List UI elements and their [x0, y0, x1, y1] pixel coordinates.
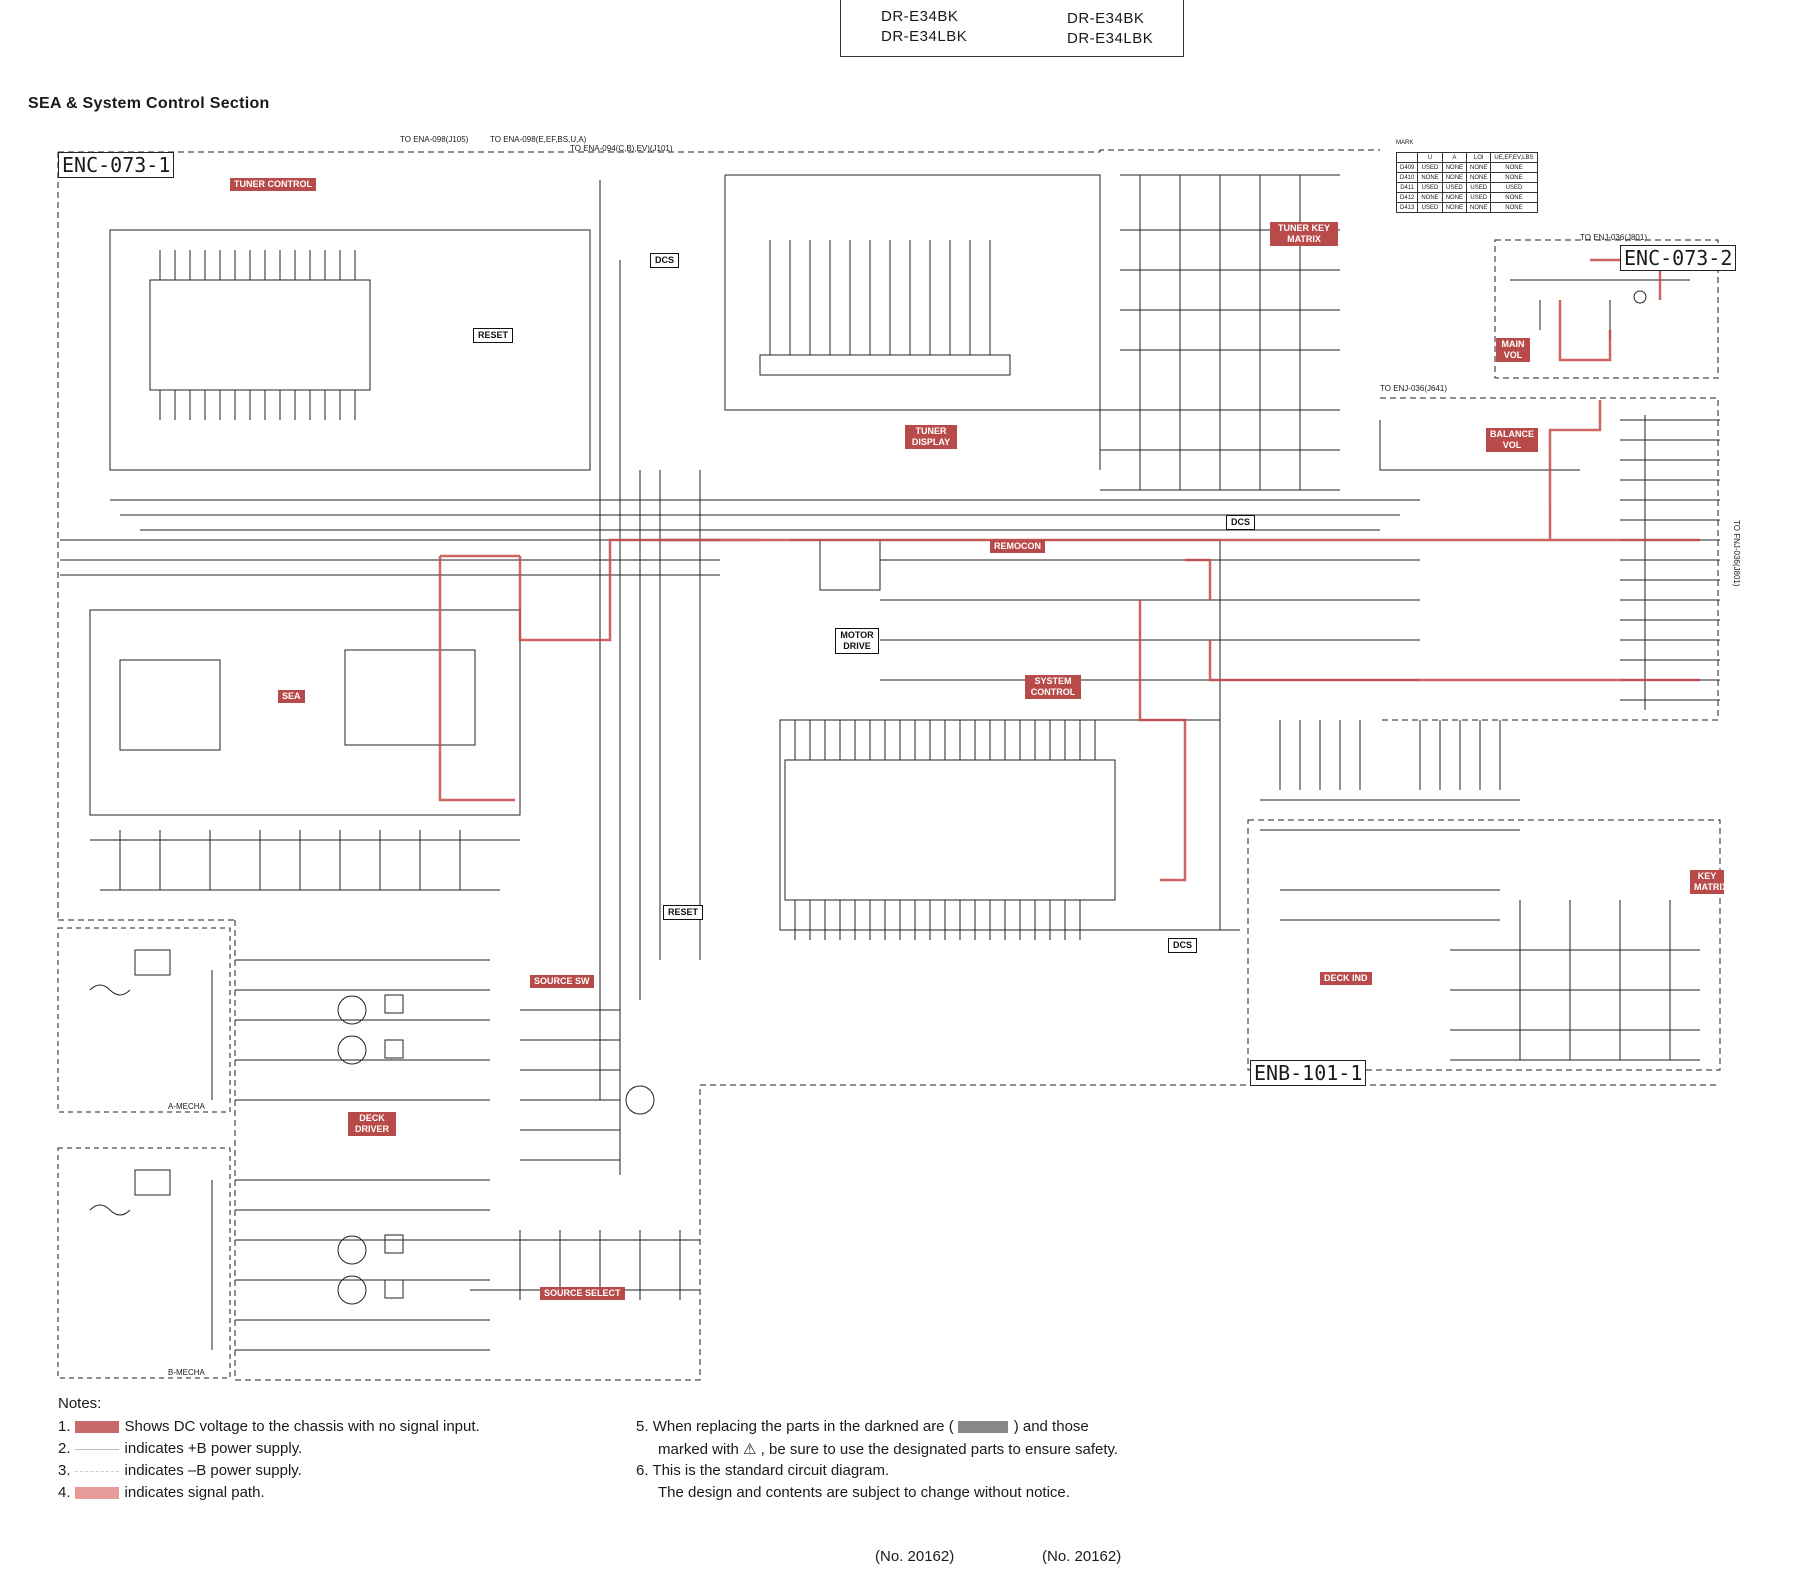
mark-cell: NONE	[1490, 192, 1538, 203]
mark-cell: USED	[1466, 192, 1492, 203]
mark-cell: NONE	[1490, 202, 1538, 213]
model-left-2: DR-E34LBK	[881, 28, 968, 45]
plus-b-line-swatch	[74, 1448, 119, 1450]
note-6-line-2: The design and contents are subject to c…	[658, 1484, 1070, 1501]
note-2-number: 2.	[58, 1440, 71, 1457]
board-label-enc-073-1: ENC-073-1	[58, 152, 175, 178]
mark-cell: D412	[1395, 192, 1419, 203]
tag-remocon: REMOCON	[990, 540, 1045, 553]
note-1: 1. Shows DC voltage to the chassis with n…	[58, 1418, 480, 1435]
mark-cell: NONE	[1466, 202, 1492, 213]
mark-cell: NONE	[1490, 172, 1538, 183]
mark-cell: NONE	[1441, 172, 1468, 183]
mark-cell: USED	[1417, 162, 1443, 173]
note-6-text-a: This is the standard circuit diagram.	[652, 1462, 890, 1479]
notes-heading: Notes:	[58, 1395, 102, 1412]
note-5: 5. When replacing the parts in the darkn…	[636, 1418, 1089, 1435]
note-5-text-a: When replacing the parts in the darkned …	[652, 1418, 954, 1435]
darkened-area-swatch	[957, 1421, 1008, 1434]
signal-path-swatch	[74, 1487, 119, 1500]
tag-system-control: SYSTEM CONTROL	[1025, 675, 1081, 699]
section-title: SEA & System Control Section	[28, 95, 270, 112]
mark-cell: D413	[1395, 202, 1419, 213]
mark-cell: USED	[1417, 182, 1443, 193]
tag-deck-ind: DECK IND	[1320, 972, 1372, 985]
mark-table-title: MARK	[1396, 140, 1414, 146]
note-5-line-2: marked with ⚠ , be sure to use the desig…	[658, 1441, 1119, 1458]
tag-deck-driver: DECK DRIVER	[348, 1112, 396, 1136]
tag-source-select: SOURCE SELECT	[540, 1287, 625, 1300]
note-4-text: indicates signal path.	[124, 1484, 265, 1501]
dc-voltage-swatch	[74, 1421, 119, 1434]
tag-tuner-display: TUNER DISPLAY	[905, 425, 957, 449]
note-1-number: 1.	[58, 1418, 71, 1435]
tag-dcs-2: DCS	[1168, 938, 1198, 953]
note-2: 2. indicates +B power supply.	[58, 1440, 302, 1457]
tag-balance-vol: BALANCE VOL	[1486, 428, 1538, 452]
note-5-number: 5.	[636, 1418, 649, 1435]
board-label-enb-101-1: ENB-101-1	[1250, 1060, 1367, 1086]
conn-label-to-fnj: TO FNJ-036(J801)	[1732, 520, 1741, 587]
tag-key-matrix: KEY MATRIX	[1690, 870, 1728, 894]
tag-tuner-control: TUNER CONTROL	[230, 178, 316, 191]
mark-cell: USED	[1466, 182, 1492, 193]
tag-main-vol: MAIN VOL	[1496, 338, 1530, 362]
label-b-mecha: B-MECHA	[168, 1368, 205, 1377]
mark-cell: D410	[1395, 172, 1419, 183]
minus-b-line-swatch	[74, 1470, 119, 1472]
mark-cell: NONE	[1441, 192, 1468, 203]
tag-sea: SEA	[278, 690, 305, 703]
mark-cell: NONE	[1417, 172, 1443, 183]
mark-header-0	[1395, 152, 1419, 163]
note-3: 3. indicates –B power supply.	[58, 1462, 302, 1479]
mark-header-2: A	[1441, 152, 1468, 163]
mark-cell: NONE	[1466, 162, 1492, 173]
tag-tuner-key-matrix: TUNER KEY MATRIX	[1270, 222, 1338, 246]
label-a-mecha: A-MECHA	[168, 1102, 205, 1111]
conn-label-to-enj-1: TO ENJ-036(J801)	[1580, 233, 1647, 242]
tag-dcs-3: DCS	[1226, 515, 1256, 530]
note-4-number: 4.	[58, 1484, 71, 1501]
note-4: 4. indicates signal path.	[58, 1484, 265, 1501]
tag-dcs-1: DCS	[650, 253, 680, 268]
note-3-number: 3.	[58, 1462, 71, 1479]
tag-source-sw: SOURCE SW	[530, 975, 594, 988]
mark-cell: NONE	[1466, 172, 1492, 183]
note-6-number: 6.	[636, 1462, 649, 1479]
mark-cell: USED	[1441, 182, 1468, 193]
model-header-box: DR-E34BK DR-E34LBK DR-E34BK DR-E34LBK	[840, 0, 1184, 57]
tag-reset-1: RESET	[473, 328, 514, 343]
mark-cell: USED	[1417, 202, 1443, 213]
mark-cell: NONE	[1441, 162, 1468, 173]
footer-doc-number-left: (No. 20162)	[875, 1548, 955, 1565]
conn-label-to-enj-2: TO ENJ-036(J641)	[1380, 384, 1447, 393]
mark-cell: D409	[1395, 162, 1419, 173]
mark-cell: NONE	[1441, 202, 1468, 213]
mark-cell: NONE	[1417, 192, 1443, 203]
mark-cell: D411	[1395, 182, 1419, 193]
mark-table: U A LOI UE,EF,EV,LBS D409 USED NONE NONE…	[1395, 152, 1538, 213]
tag-reset-2: RESET	[663, 905, 704, 920]
mark-cell: USED	[1490, 182, 1538, 193]
note-5-text-b: ) and those	[1013, 1418, 1089, 1435]
mark-header-4: UE,EF,EV,LBS	[1490, 152, 1538, 163]
note-3-text: indicates –B power supply.	[124, 1462, 302, 1479]
conn-label-to-ena-2: TO ENA-098(E,EF,BS,U,A)	[490, 135, 587, 144]
mark-header-1: U	[1417, 152, 1443, 163]
note-6: 6. This is the standard circuit diagram.	[636, 1462, 889, 1479]
mark-header-3: LOI	[1466, 152, 1492, 163]
conn-label-to-ena-1: TO ENA-098(J105)	[400, 135, 469, 144]
tag-motor-drive: MOTOR DRIVE	[835, 628, 879, 654]
board-label-enc-073-2: ENC-073-2	[1620, 245, 1737, 271]
note-2-text: indicates +B power supply.	[124, 1440, 303, 1457]
footer-doc-number-right: (No. 20162)	[1042, 1548, 1122, 1565]
model-left-1: DR-E34BK	[881, 8, 959, 25]
conn-label-to-ena-3: TO ENA-094(C,B),EV)(J101)	[570, 144, 673, 153]
model-right-1: DR-E34BK	[1067, 10, 1145, 27]
mark-cell: NONE	[1490, 162, 1538, 173]
model-right-2: DR-E34LBK	[1067, 30, 1154, 47]
note-1-text: Shows DC voltage to the chassis with no …	[124, 1418, 480, 1435]
